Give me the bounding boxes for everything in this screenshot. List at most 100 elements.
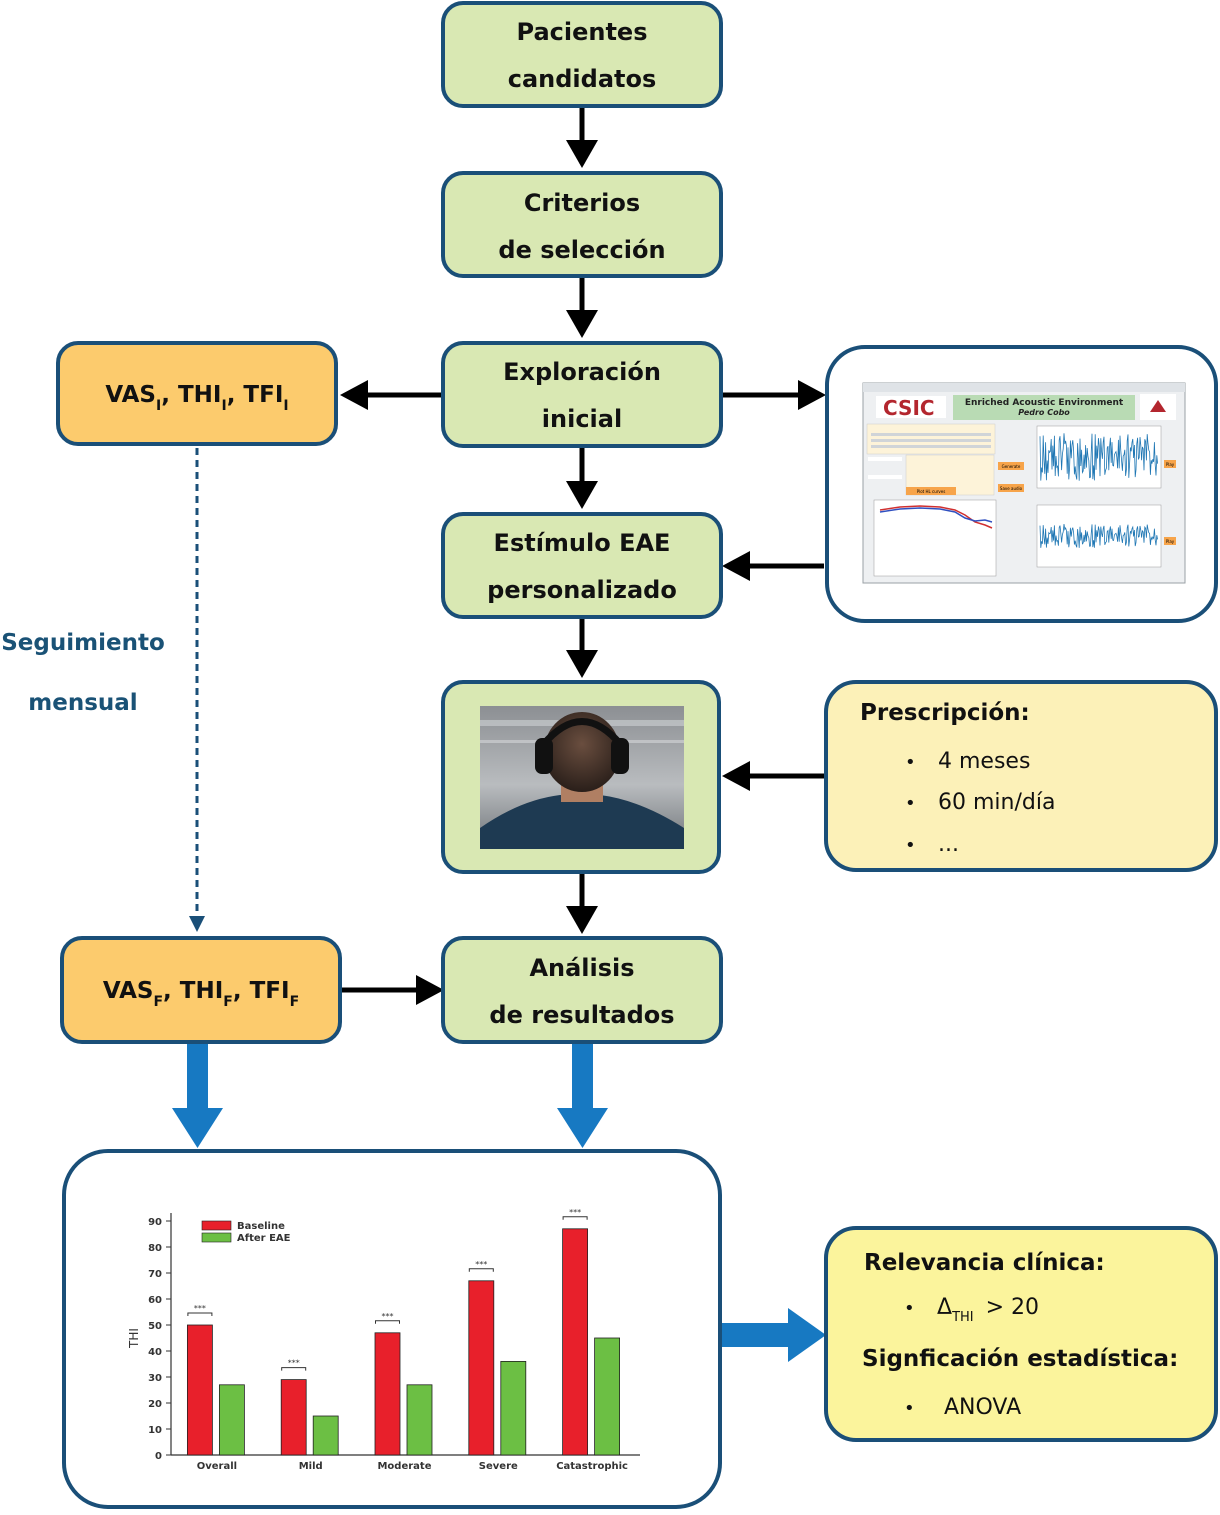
bar <box>500 1361 527 1456</box>
legend-label: After EAE <box>237 1233 291 1244</box>
initial-tfi: , TFI <box>227 382 284 408</box>
significance-bracket <box>375 1320 400 1324</box>
significance-bracket <box>562 1216 588 1220</box>
final-thi: , THI <box>163 978 223 1004</box>
initial-vas-sub: I <box>156 398 161 414</box>
prescription-item: ... <box>938 832 959 857</box>
bar <box>218 1384 245 1456</box>
legend-label: Baseline <box>237 1221 285 1232</box>
bar <box>468 1280 495 1456</box>
bar <box>406 1384 433 1456</box>
save-audio-button-label: Save audio <box>1000 486 1023 491</box>
node-analisis-line2: de resultados <box>489 1001 674 1029</box>
bullet: • <box>904 1298 915 1319</box>
generate-button-label: Generate <box>1002 464 1021 469</box>
waveform-trace <box>1039 433 1158 481</box>
node-criterios: Criterios de selección <box>441 171 723 278</box>
relevance-box: Relevancia clínica: • ΔTHI> 20 Signficac… <box>824 1226 1218 1442</box>
bar <box>312 1415 339 1456</box>
x-tick-label: Mild <box>299 1461 323 1472</box>
node-criterios-line1: Criterios <box>524 189 640 217</box>
y-tick-label: 50 <box>148 1321 162 1332</box>
final-vas: VAS <box>103 978 154 1004</box>
y-tick-label: 30 <box>148 1373 162 1384</box>
flow-arrows <box>340 107 826 1005</box>
blue-arrows <box>172 1044 826 1362</box>
bullet: • <box>905 793 916 814</box>
significance-label: *** <box>194 1304 206 1313</box>
legend-swatch <box>201 1220 232 1231</box>
headphones-photo <box>480 706 684 849</box>
significance-label: *** <box>475 1260 487 1269</box>
x-tick-label: Catastrophic <box>556 1461 628 1472</box>
play-button-1-label: Play <box>1166 462 1175 467</box>
software-title: Enriched Acoustic Environment <box>965 398 1124 408</box>
node-pacientes-line1: Pacientes <box>517 18 648 46</box>
bar <box>594 1337 620 1456</box>
y-axis-label: THI <box>127 1328 141 1349</box>
significance-label: *** <box>288 1359 300 1368</box>
y-tick-label: 90 <box>148 1217 162 1228</box>
prescription-item: 4 meses <box>938 749 1030 774</box>
node-pacientes: Pacientes candidatos <box>441 1 723 108</box>
anova-item: ANOVA <box>944 1395 1021 1420</box>
prescription-box: Prescripción: • 4 meses • 60 min/día • .… <box>824 680 1218 872</box>
prescription-item: 60 min/día <box>938 790 1055 815</box>
final-measures-label: VASF, THIF, TFIF <box>103 978 299 1010</box>
x-tick-label: Moderate <box>377 1461 431 1472</box>
follow-up-line1: Seguimiento <box>1 630 165 656</box>
waveform-plot-left <box>1039 433 1158 481</box>
y-tick-label: 80 <box>148 1243 162 1254</box>
significance-title: Signficación estadística: <box>862 1346 1178 1372</box>
generate-button[interactable] <box>998 462 1024 470</box>
y-tick-label: 0 <box>155 1451 162 1462</box>
initial-measures-label: VASI, THII, TFII <box>105 382 288 414</box>
bar <box>186 1324 213 1456</box>
significance-bracket <box>281 1367 307 1371</box>
initial-thi-sub: I <box>221 398 226 414</box>
x-tick-label: Overall <box>197 1461 237 1472</box>
bar <box>280 1379 307 1456</box>
y-tick-label: 70 <box>148 1269 162 1280</box>
bar <box>374 1332 401 1456</box>
plot-hl-button[interactable] <box>906 487 956 495</box>
play-button-2-label: Play <box>1166 539 1175 544</box>
node-analisis: Análisis de resultados <box>441 936 723 1044</box>
node-initial-measures: VASI, THII, TFII <box>56 341 338 446</box>
delta-threshold: > 20 <box>986 1295 1039 1320</box>
software-panel: CSIC Enriched Acoustic Environment Pedro… <box>825 345 1218 623</box>
legend-swatch <box>201 1232 232 1243</box>
relevance-title: Relevancia clínica: <box>864 1250 1105 1276</box>
waveform-trace <box>1039 524 1158 548</box>
initial-thi: , THI <box>161 382 221 408</box>
follow-up-label: Seguimiento mensual <box>1 630 165 716</box>
final-tfi-sub: F <box>290 994 300 1010</box>
save-audio-button[interactable] <box>998 484 1024 492</box>
node-pacientes-line2: candidatos <box>508 65 657 93</box>
y-tick-label: 20 <box>148 1399 162 1410</box>
final-tfi: , TFI <box>233 978 290 1004</box>
node-criterios-line2: de selección <box>498 236 665 264</box>
node-estimulo: Estímulo EAE personalizado <box>441 512 723 619</box>
node-listening-photo <box>441 680 721 874</box>
play-button-1[interactable] <box>1164 460 1176 468</box>
play-button-2[interactable] <box>1164 537 1176 545</box>
y-tick-label: 10 <box>148 1425 162 1436</box>
prescription-title: Prescripción: <box>860 700 1030 726</box>
significance-bracket <box>468 1268 494 1272</box>
significance-label: *** <box>382 1312 394 1321</box>
y-tick-label: 40 <box>148 1347 162 1358</box>
final-vas-sub: F <box>153 994 163 1010</box>
node-estimulo-line1: Estímulo EAE <box>494 529 671 557</box>
node-estimulo-line2: personalizado <box>487 576 677 604</box>
node-exploracion-line1: Exploración <box>503 358 661 386</box>
delta-thi-text: ΔTHI> 20 <box>937 1295 1039 1325</box>
node-exploracion-line2: inicial <box>542 405 622 433</box>
x-tick-label: Severe <box>479 1461 518 1472</box>
follow-up-arrow <box>189 448 205 932</box>
plot-hl-button-label: Plot HL curves <box>917 489 946 494</box>
bar <box>562 1228 588 1456</box>
bullet: • <box>904 1398 915 1419</box>
